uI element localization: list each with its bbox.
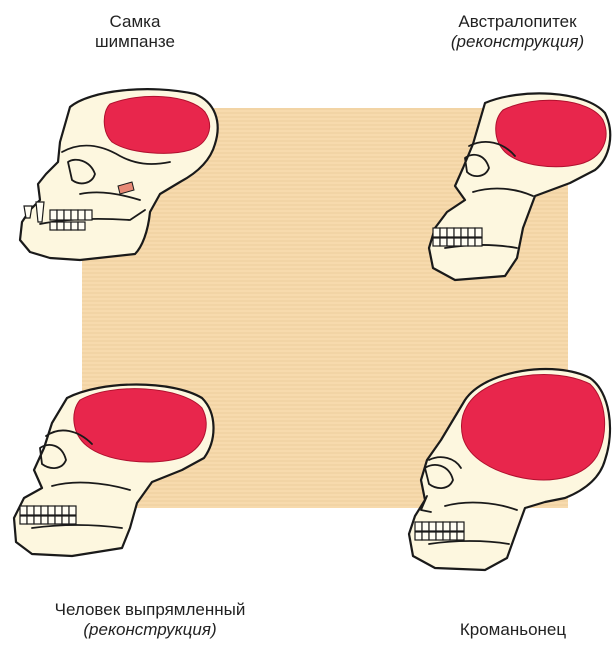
austr-brain-area	[496, 100, 606, 166]
erectus-upper-teeth	[20, 506, 76, 515]
chimp-brain-area	[104, 96, 209, 153]
label-austr-line1: Австралопитек	[420, 12, 615, 32]
label-chimp-line1: Самка	[55, 12, 215, 32]
erectus-lower-teeth	[20, 516, 76, 524]
label-australopithecus: Австралопитек (реконструкция)	[420, 12, 615, 52]
australopithecus-skull	[425, 88, 615, 283]
label-erectus-line1: Человек выпрямленный	[15, 600, 285, 620]
cro-upper-teeth	[415, 522, 464, 531]
homo-erectus-skull	[12, 378, 222, 563]
label-cro-line1: Кроманьонец	[418, 620, 608, 640]
chimp-lower-teeth	[50, 222, 85, 230]
austr-upper-teeth	[433, 228, 482, 237]
label-chimp-line2: шимпанзе	[55, 32, 215, 52]
label-cro-magnon: Кроманьонец	[418, 620, 608, 640]
chimpanzee-skull	[10, 82, 225, 267]
label-erectus-line2: (реконструкция)	[15, 620, 285, 640]
label-homo-erectus: Человек выпрямленный (реконструкция)	[15, 600, 285, 640]
erectus-brain-area	[74, 389, 206, 462]
label-austr-line2: (реконструкция)	[420, 32, 615, 52]
cro-magnon-skull	[405, 360, 615, 575]
austr-lower-teeth	[433, 238, 482, 246]
cro-lower-teeth	[415, 532, 464, 540]
label-female-chimpanzee: Самка шимпанзе	[55, 12, 215, 52]
